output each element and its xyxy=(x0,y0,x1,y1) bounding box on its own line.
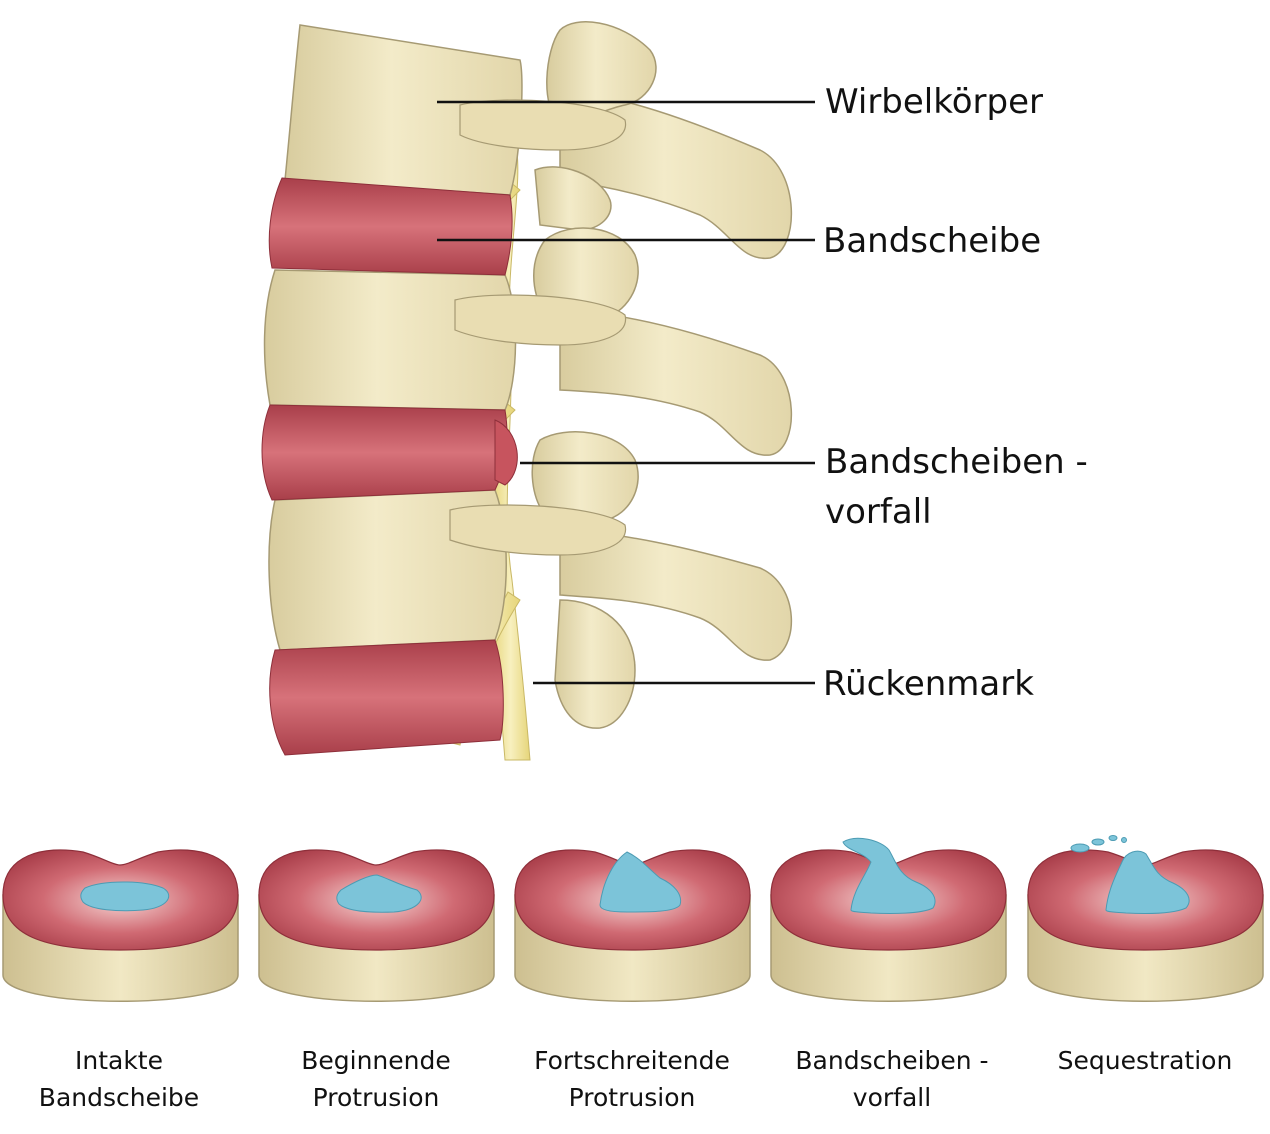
label-rueckenmark: Rückenmark xyxy=(823,664,1034,704)
stage-disc-4 xyxy=(770,837,1007,1002)
label-bandscheibenvorfall: Bandscheiben - vorfall xyxy=(825,442,1088,532)
label-bandscheibe: Bandscheibe xyxy=(823,221,1042,261)
sequester-fragment xyxy=(1070,843,1090,853)
articular-processes xyxy=(531,21,657,729)
leader-lines xyxy=(437,100,815,685)
herniation-bulge xyxy=(494,419,518,486)
stage-disc-1 xyxy=(2,849,239,1002)
vertebral-bodies xyxy=(263,24,523,651)
pedicles xyxy=(449,99,627,556)
caption-stage-5: Sequestration xyxy=(1057,1046,1233,1075)
spine-illustration xyxy=(261,21,815,761)
stage-disc-5 xyxy=(1027,835,1264,1002)
spinous-processes xyxy=(559,89,793,661)
intervertebral-discs xyxy=(261,177,513,756)
disc-stages xyxy=(2,835,1264,1002)
stage-disc-3 xyxy=(514,849,751,1002)
stage-disc-2 xyxy=(258,849,495,1002)
caption-stage-4: Bandscheiben -vorfall xyxy=(795,1046,989,1112)
label-wirbelkoerper: Wirbelkörper xyxy=(825,82,1043,122)
